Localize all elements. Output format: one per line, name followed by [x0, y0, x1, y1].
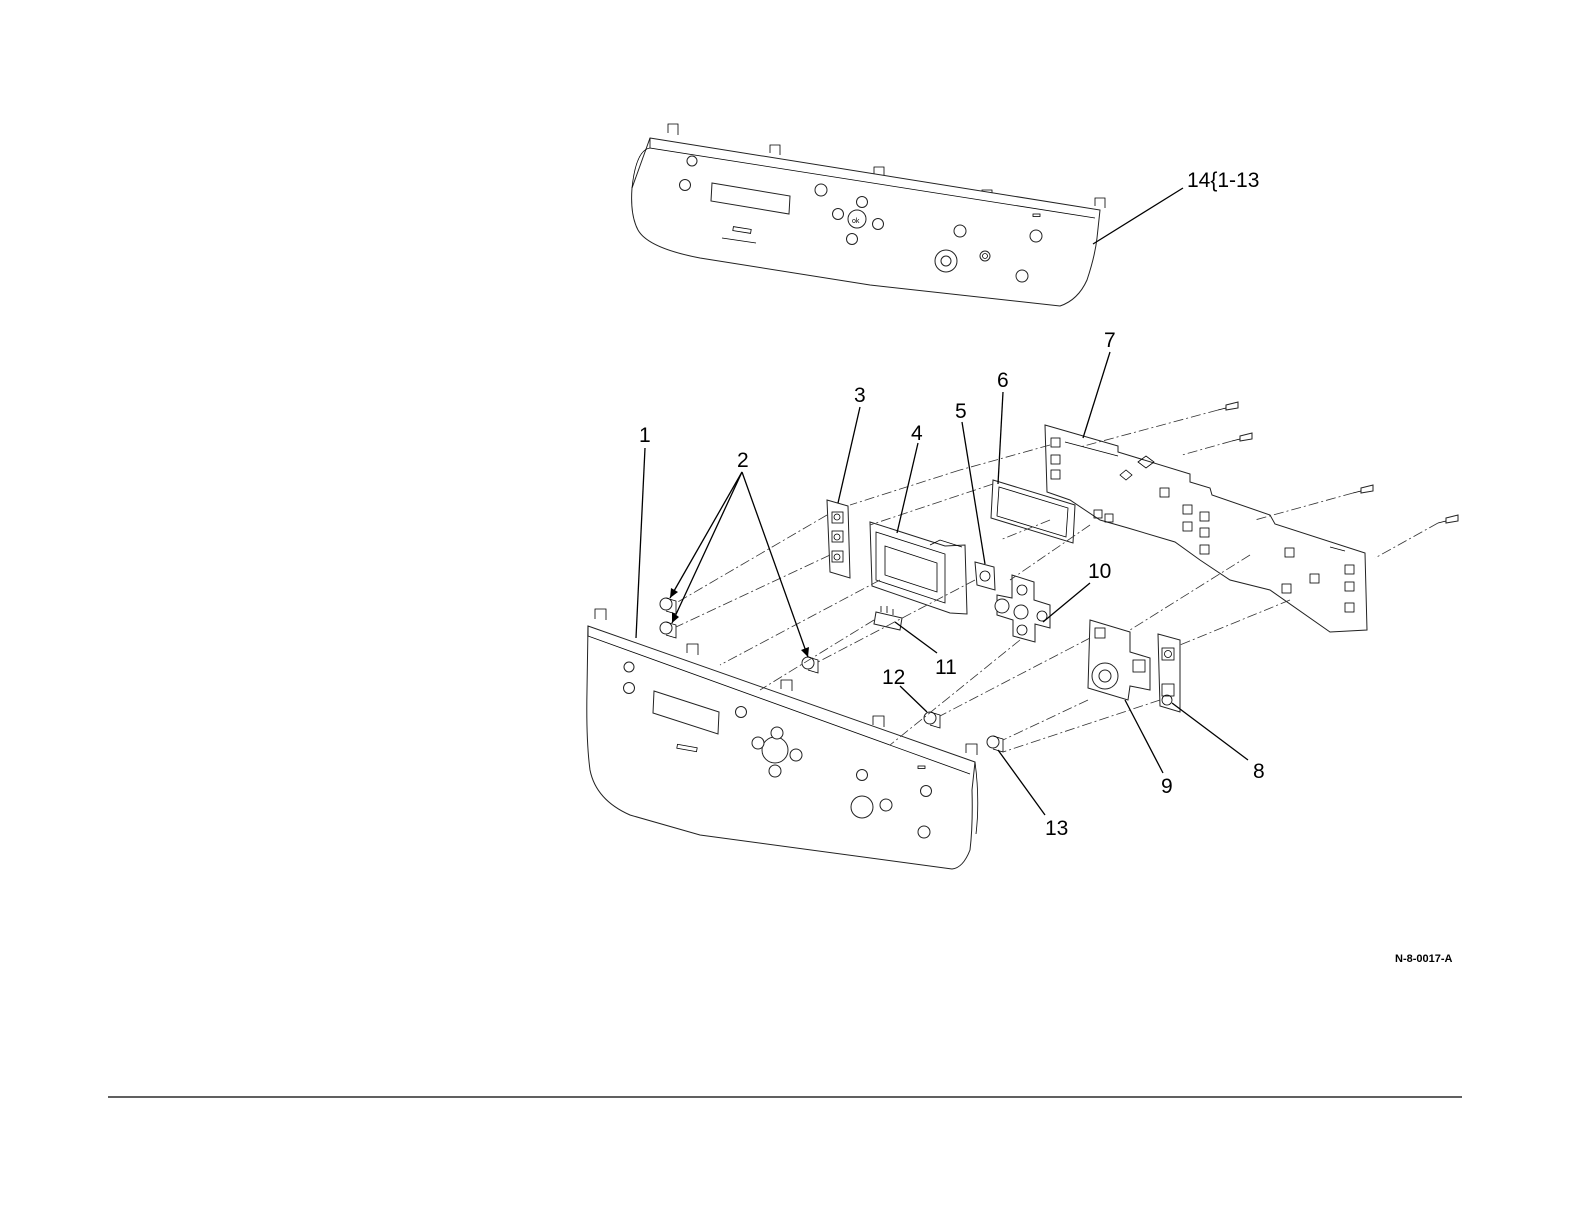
assembled-control-panel: ok	[632, 124, 1105, 306]
callout-2: 2	[737, 449, 749, 472]
key-strip-left	[827, 500, 850, 578]
callout-5: 5	[955, 400, 967, 423]
callout-11: 11	[935, 656, 957, 679]
navigation-keypad	[995, 575, 1050, 642]
callout-4: 4	[911, 422, 923, 445]
single-key	[975, 562, 995, 590]
callout-8: 8	[1253, 760, 1265, 783]
svg-text:ok: ok	[852, 218, 860, 225]
callout-7: 7	[1104, 329, 1116, 352]
callout-3: 3	[854, 384, 866, 407]
figure-code: N-8-0017-A	[1395, 953, 1453, 965]
key-strip-right	[1158, 634, 1180, 712]
callout-1: 1	[639, 424, 651, 447]
front-cover	[587, 609, 978, 869]
callout-10: 10	[1088, 560, 1111, 583]
screws	[1218, 402, 1458, 523]
pcb-board	[1045, 425, 1367, 632]
callout-6: 6	[997, 369, 1009, 392]
callout-9: 9	[1161, 775, 1173, 798]
callout-12: 12	[882, 666, 905, 689]
callout-13: 13	[1045, 817, 1068, 840]
encoder-assembly	[1088, 620, 1150, 700]
lcd-module	[870, 522, 967, 614]
connector	[874, 606, 902, 630]
callout-14: 14{1-13	[1187, 169, 1259, 192]
